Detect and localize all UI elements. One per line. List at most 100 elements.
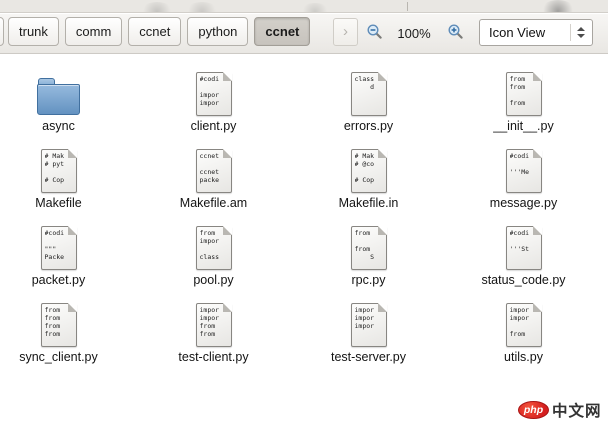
breadcrumb-item-trunk[interactable]: trunk: [8, 17, 59, 46]
text-file-icon: from from from from: [40, 301, 77, 347]
file-item[interactable]: impor impor from utils.py: [446, 301, 601, 378]
file-name: test-client.py: [178, 350, 249, 364]
file-preview-text: #codi impor impor: [199, 75, 220, 107]
file-preview-text: class d: [354, 75, 375, 91]
text-file-icon: from from S: [350, 224, 387, 270]
file-item[interactable]: from from from __init__.py: [446, 70, 601, 147]
file-preview-text: ccnet ccnet packe: [199, 152, 220, 184]
text-file-icon: #codi '''Me: [505, 147, 542, 193]
file-name: errors.py: [343, 119, 394, 133]
file-item[interactable]: async: [0, 70, 136, 147]
text-file-icon: #codi impor impor: [195, 70, 232, 116]
breadcrumb-item-python[interactable]: python: [187, 17, 249, 46]
text-file-icon: # Mak # pyt # Cop: [40, 147, 77, 193]
file-name: sync_client.py: [19, 350, 98, 364]
file-item[interactable]: #codi impor impor client.py: [136, 70, 291, 147]
page-fold: [532, 149, 542, 158]
file-name: pool.py: [193, 273, 234, 287]
page-fold: [532, 303, 542, 312]
file-preview-text: impor impor from: [509, 306, 530, 338]
spinner-arrows-icon: [570, 24, 592, 41]
file-preview-text: #codi '''St: [509, 229, 530, 253]
file-name: Makefile.in: [338, 196, 399, 210]
breadcrumb-forward-button[interactable]: ›: [333, 18, 358, 46]
page-fold: [222, 72, 232, 81]
breadcrumb-item-ccnet[interactable]: ccnet: [128, 17, 182, 46]
file-name: test-server.py: [330, 350, 407, 364]
text-file-icon: #codi """ Packe: [40, 224, 77, 270]
file-name: async: [42, 119, 75, 133]
file-name: __init__.py: [493, 119, 554, 133]
page-fold: [377, 226, 387, 235]
clipped-icon: [300, 3, 330, 12]
view-mode-select[interactable]: Icon View: [479, 19, 593, 46]
file-grid: async #codi impor impor client.py class d er…: [0, 54, 589, 378]
zoom-out-icon[interactable]: [366, 23, 383, 40]
breadcrumb-item-ccnet-active[interactable]: ccnet: [254, 17, 311, 46]
toolbar-separator: [407, 2, 408, 11]
file-item[interactable]: #codi """ Packe packet.py: [0, 224, 136, 301]
file-name: rpc.py: [351, 273, 386, 287]
file-name: packet.py: [31, 273, 86, 287]
file-preview-text: impor impor from from: [199, 306, 220, 338]
file-item[interactable]: impor impor from from test-client.py: [136, 301, 291, 378]
text-file-icon: impor impor impor: [350, 301, 387, 347]
text-file-icon: impor impor from from: [195, 301, 232, 347]
page-fold: [67, 226, 77, 235]
file-preview-text: # Mak # @co # Cop: [354, 152, 375, 184]
file-name: Makefile.am: [179, 196, 248, 210]
page-fold: [222, 149, 232, 158]
folder-icon: [36, 70, 81, 116]
php-logo-icon: php: [518, 401, 549, 419]
file-item[interactable]: #codi '''Me message.py: [446, 147, 601, 224]
file-item[interactable]: from from S rpc.py: [291, 224, 446, 301]
file-preview-text: from from from from: [44, 306, 61, 338]
file-preview-text: impor impor impor: [354, 306, 375, 330]
clipped-icon: [185, 2, 219, 12]
view-mode-label: Icon View: [489, 25, 546, 40]
page-fold: [377, 149, 387, 158]
breadcrumb-partial[interactable]: [0, 17, 4, 46]
file-name: Makefile: [35, 196, 82, 210]
file-preview-text: #codi """ Packe: [44, 229, 65, 261]
page-fold: [222, 303, 232, 312]
file-item[interactable]: impor impor impor test-server.py: [291, 301, 446, 378]
text-file-icon: # Mak # @co # Cop: [350, 147, 387, 193]
file-name: message.py: [489, 196, 558, 210]
zoom-in-icon[interactable]: [447, 23, 464, 40]
page-fold: [532, 72, 542, 81]
clipped-top-toolbar: [0, 0, 608, 13]
zoom-level: 100%: [397, 26, 431, 41]
file-item[interactable]: class d errors.py: [291, 70, 446, 147]
file-preview-text: # Mak # pyt # Cop: [44, 152, 65, 184]
page-fold: [67, 149, 77, 158]
text-file-icon: #codi '''St: [505, 224, 542, 270]
text-file-icon: ccnet ccnet packe: [195, 147, 232, 193]
breadcrumb-item-comm[interactable]: comm: [64, 17, 123, 46]
text-file-icon: from impor class: [195, 224, 232, 270]
file-preview-text: #codi '''Me: [509, 152, 530, 176]
file-preview-text: from from from: [509, 75, 526, 107]
file-preview-text: from from S: [354, 229, 375, 261]
file-item[interactable]: from impor class pool.py: [136, 224, 291, 301]
page-fold: [532, 226, 542, 235]
page-fold: [222, 226, 232, 235]
file-item[interactable]: #codi '''St status_code.py: [446, 224, 601, 301]
clipped-icon: [540, 0, 576, 12]
page-fold: [377, 72, 387, 81]
php-cn-watermark: php 中文网: [518, 399, 602, 421]
file-name: utils.py: [504, 350, 543, 364]
file-name: client.py: [190, 119, 237, 133]
file-item[interactable]: from from from from sync_client.py: [0, 301, 136, 378]
file-preview-text: from impor class: [199, 229, 220, 261]
clipped-icon: [140, 2, 174, 12]
text-file-icon: class d: [350, 70, 387, 116]
file-name: status_code.py: [481, 273, 566, 287]
page-fold: [377, 303, 387, 312]
watermark-text: 中文网: [552, 403, 602, 420]
page-fold: [67, 303, 77, 312]
